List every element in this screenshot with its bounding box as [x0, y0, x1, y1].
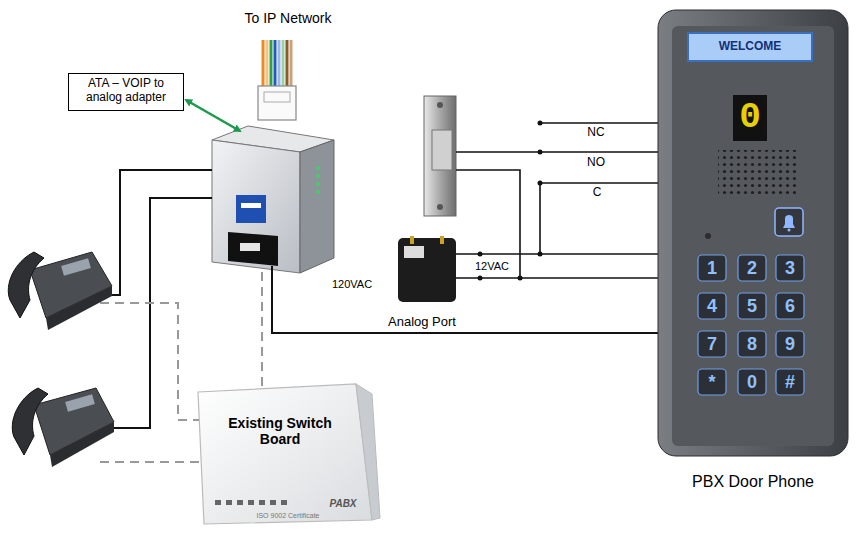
ata-device: [212, 126, 334, 273]
telephone: [12, 388, 114, 467]
signal-name: C: [593, 186, 602, 200]
keypad-key: 8: [747, 334, 757, 355]
signal-name: NC: [587, 126, 604, 140]
keypad-key: 9: [785, 334, 795, 355]
network-plug: [258, 40, 296, 120]
switch-board: Existing Switch BoardPABX: [195, 383, 375, 525]
digit-display: 0: [739, 97, 761, 138]
keypad-key: 0: [747, 372, 757, 393]
transformer: [398, 236, 456, 302]
display-text: WELCOME: [719, 40, 782, 54]
keypad-key: 7: [707, 334, 717, 355]
callout-box: ATA – VOIP to analog adapter: [68, 73, 184, 111]
phone-wires: [100, 170, 658, 462]
keypad-key: 4: [707, 296, 717, 317]
junction-dot: [478, 121, 543, 281]
door-phone-housing: [658, 10, 848, 456]
network-label: To IP Network: [245, 10, 332, 26]
signal-name: NO: [587, 156, 605, 170]
port-label: Analog Port: [388, 315, 456, 330]
device-badge: PABX: [329, 498, 356, 510]
keypad-key: 2: [747, 258, 757, 279]
keypad-key: #: [785, 372, 795, 393]
voltage-label: 120VAC: [332, 278, 372, 291]
certificate-text: ISO 9002 Certificate: [256, 512, 319, 520]
keypad-key: 5: [747, 296, 757, 317]
pabx-unit: [198, 384, 380, 524]
telephone: [8, 252, 112, 330]
callout-text: ATA – VOIP to analog adapter: [73, 77, 179, 105]
keypad-key: *: [708, 372, 715, 393]
door-strike: [424, 96, 456, 216]
pointer-arrow: [186, 100, 240, 131]
keypad-key: 6: [785, 296, 795, 317]
device-title: Existing Switch Board: [215, 415, 345, 447]
keypad-key: 3: [785, 258, 795, 279]
keypad-key: 1: [707, 258, 717, 279]
relay-wires: [456, 123, 658, 278]
voltage-label: 12VAC: [475, 260, 509, 273]
device-heading: PBX Door Phone: [692, 473, 814, 491]
